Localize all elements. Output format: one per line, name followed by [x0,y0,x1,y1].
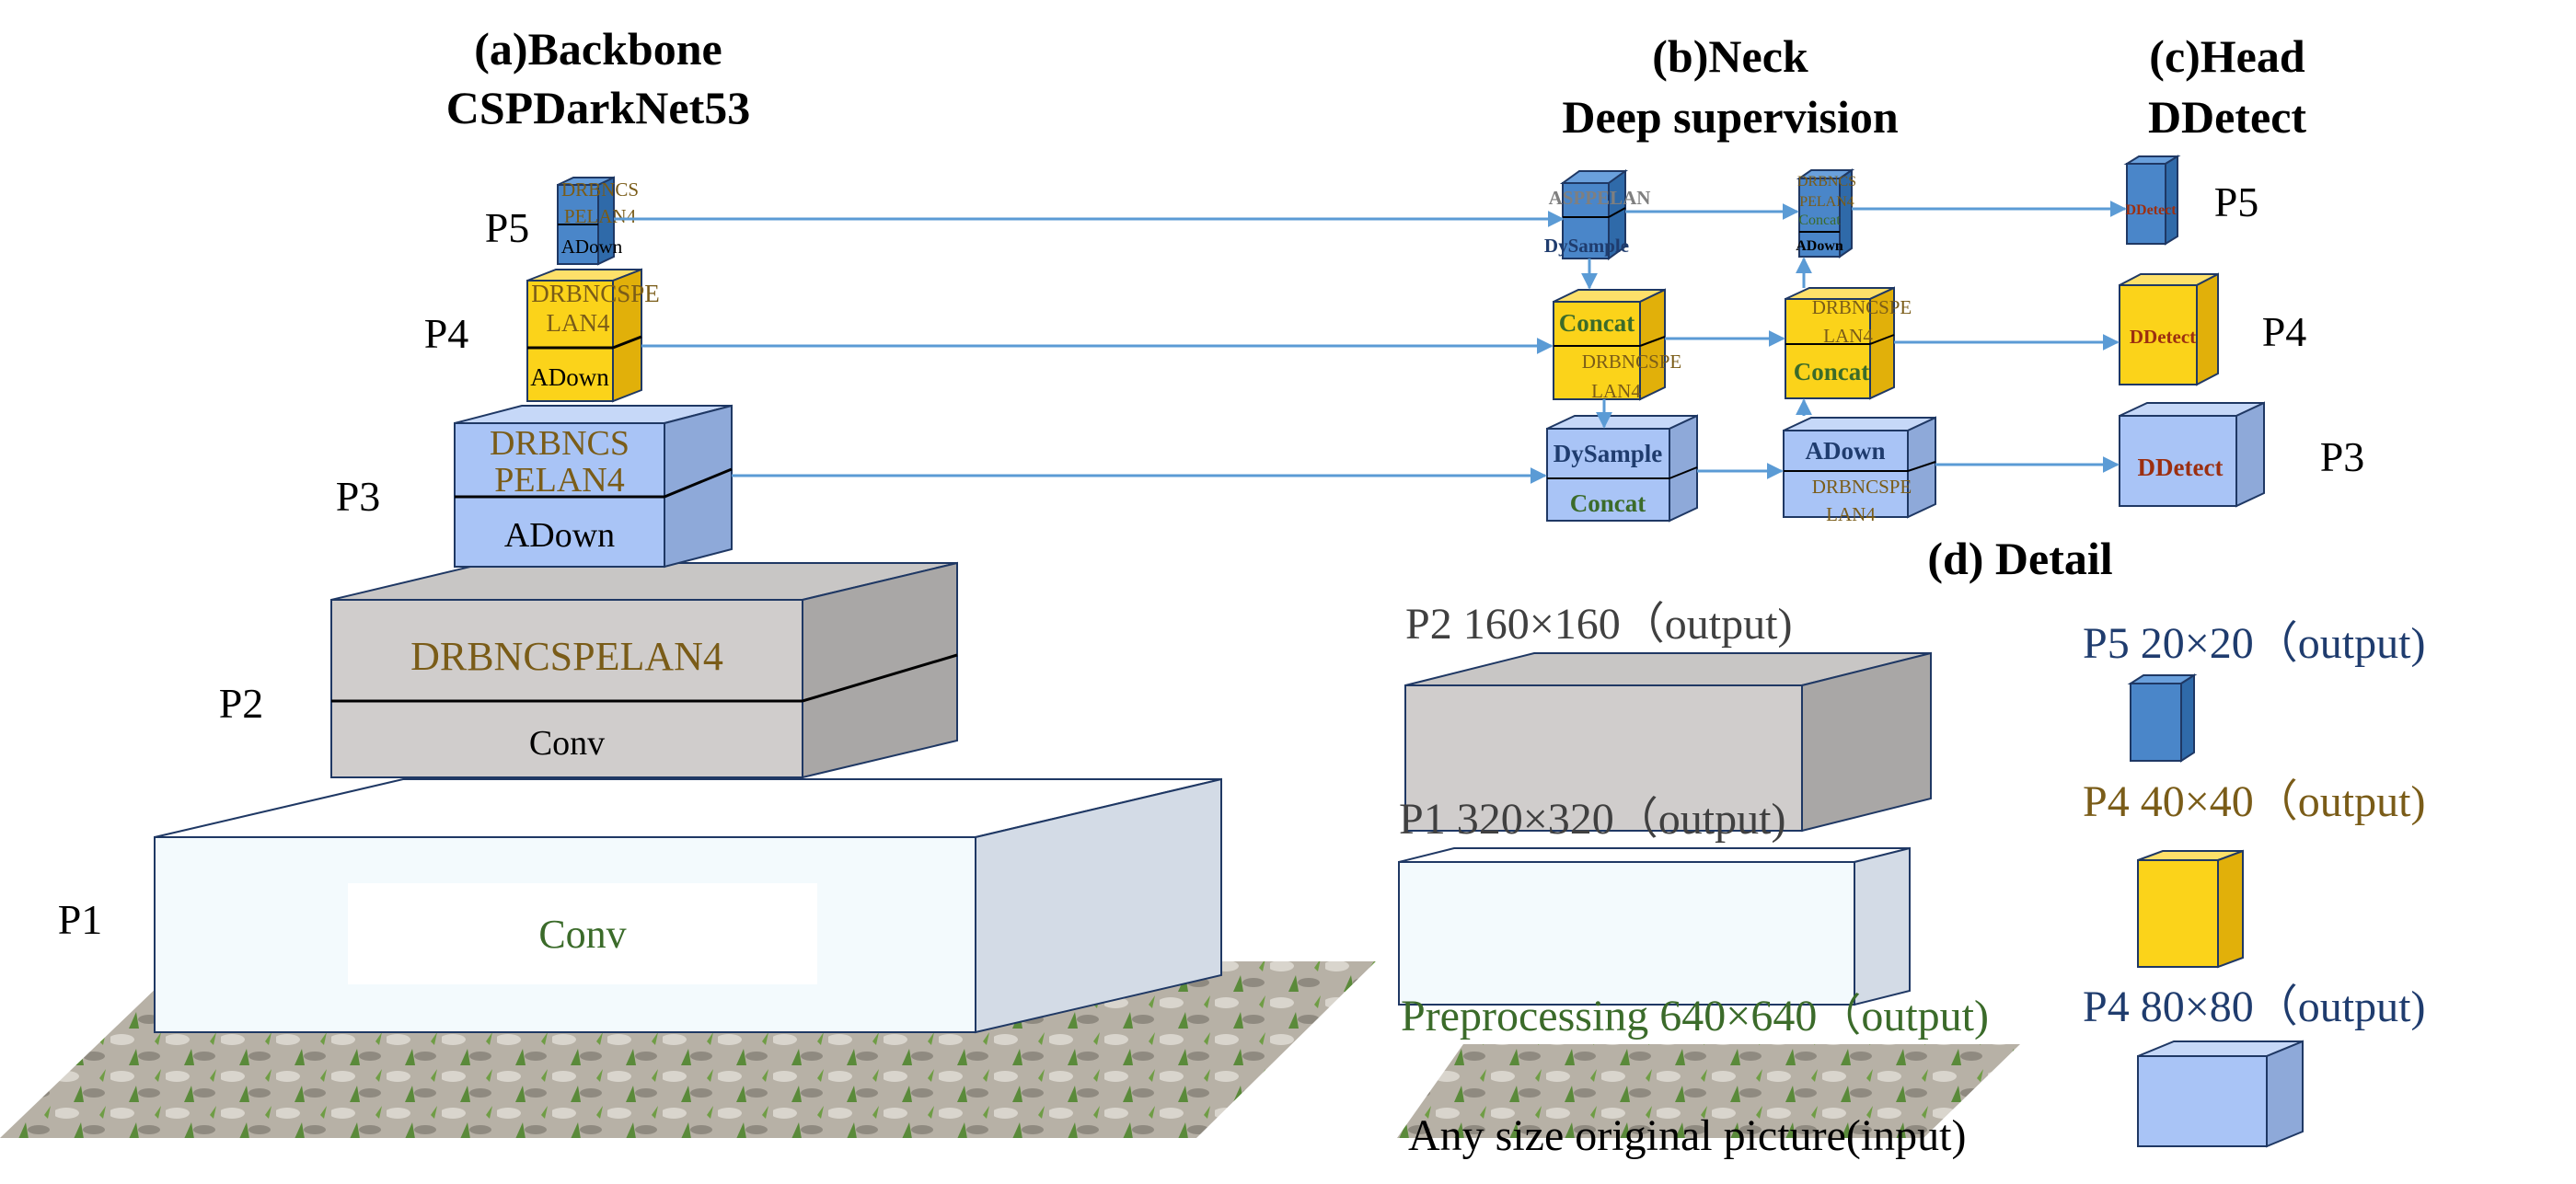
detail-p2-text: P2 160×160（output) [1405,600,1792,649]
neck-drbn-4-label-2: LAN4 [1826,503,1876,525]
detail-p4b-text: P4 80×80（output) [2083,983,2425,1031]
detail-p4b-block [2137,1040,2304,1148]
head-level-p5: P5 [2214,178,2259,225]
detail-title: (d) Detail [1927,533,2112,584]
input-image-detail [1397,1044,2020,1138]
neck-concat-1-label: Concat [1559,309,1635,337]
head-level-p3: P3 [2320,433,2365,480]
detail-p5-block [2127,673,2198,763]
neck-adown-block [1783,416,1936,519]
neck-small-block [1796,168,1855,259]
neck-title-2: Deep supervision [1562,91,1899,143]
neck-aspp-label: ASPPELAN [1549,187,1651,209]
neck-drbn-3-label-1: DRBNCSPE [1812,296,1912,318]
level-label-p1: P1 [58,896,103,943]
neck-drbn-1-label-1: DRBNCSPE [1582,351,1682,373]
neck-concat-block-1 [1553,288,1666,401]
neck-drbn-3-label-2: LAN4 [1823,325,1873,347]
detail-p4a-text: P4 40×40（output) [2083,777,2425,826]
neck-concat-block-3 [1785,286,1895,400]
head-p3-block [2119,401,2265,508]
neck-aspp-block [1559,169,1629,260]
backbone-p3-top-label-1: DRBNCS [490,424,630,463]
head-p5-block [2123,155,2181,246]
head-title-2: DDetect [2148,91,2306,143]
head-p4-block [2119,272,2219,386]
detail-input-text: Any size original picture(input) [1408,1111,1967,1160]
neck-drbn-4-label-1: DRBNCSPE [1812,476,1912,498]
neck-small-adown-label: ADown [1796,238,1843,254]
backbone-p2-top-label: DRBNCSPELAN4 [410,634,723,679]
backbone-title-2: CSPDarkNet53 [446,82,751,133]
neck-adown-label: ADown [1805,437,1885,465]
backbone-p3-top-label-2: PELAN4 [494,461,624,500]
level-label-p5: P5 [485,204,530,251]
neck-concat-3-label: Concat [1794,358,1870,385]
backbone-p4-block [526,268,642,403]
neck-dysample-2-label: DySample [1554,440,1663,467]
head-p5-label: DDetect [2125,202,2177,218]
backbone-p2-block [330,561,958,779]
level-label-p4: P4 [424,310,469,357]
neck-small-label-1: DRBNCS [1797,174,1856,190]
neck-drbn-1-label-2: LAN4 [1591,380,1641,402]
neck-dysample-top-label: DySample [1544,235,1629,257]
detail-pre-text: Preprocessing 640×640（output) [1401,992,1989,1040]
neck-small-concat-label: Concat [1798,213,1841,228]
backbone-p4-top-label-1: DRBNCSPE [531,280,660,307]
head-level-p4: P4 [2262,308,2307,355]
level-label-p2: P2 [219,680,264,727]
backbone-title-1: (a)Backbone [474,23,722,75]
backbone-p5-top-label-2: PELAN4 [564,205,637,227]
backbone-p1-block [154,777,1222,1034]
detail-p1-block [1398,846,1911,1006]
backbone-p5-bottom-label: ADown [561,236,623,258]
backbone-p3-bottom-label: ADown [504,516,615,555]
connection-arrows [614,201,2127,484]
head-p3-label: DDetect [2138,454,2224,481]
neck-small-label-2: PELAN4 [1799,194,1854,210]
head-title-1: (c)Head [2149,30,2305,82]
detail-p2-block [1404,651,1932,833]
backbone-p1-label: Conv [538,912,626,957]
backbone-p4-top-label-2: LAN4 [547,309,610,337]
neck-dysample-block-2 [1546,414,1698,523]
backbone-p2-bottom-label: Conv [529,724,605,763]
detail-p4a-block [2137,849,2244,969]
backbone-p5-top-label-1: DRBNCS [561,178,639,201]
head-p4-label: DDetect [2130,326,2196,348]
neck-title-1: (b)Neck [1652,30,1808,82]
backbone-p5-block [557,176,615,266]
detail-p5-text: P5 20×20（output) [2083,619,2425,668]
backbone-p3-block [454,404,733,569]
backbone-p4-bottom-label: ADown [530,363,609,391]
neck-concat-2-label: Concat [1570,489,1646,517]
detail-p1-text: P1 320×320（output) [1399,795,1785,844]
level-label-p3: P3 [336,473,381,520]
